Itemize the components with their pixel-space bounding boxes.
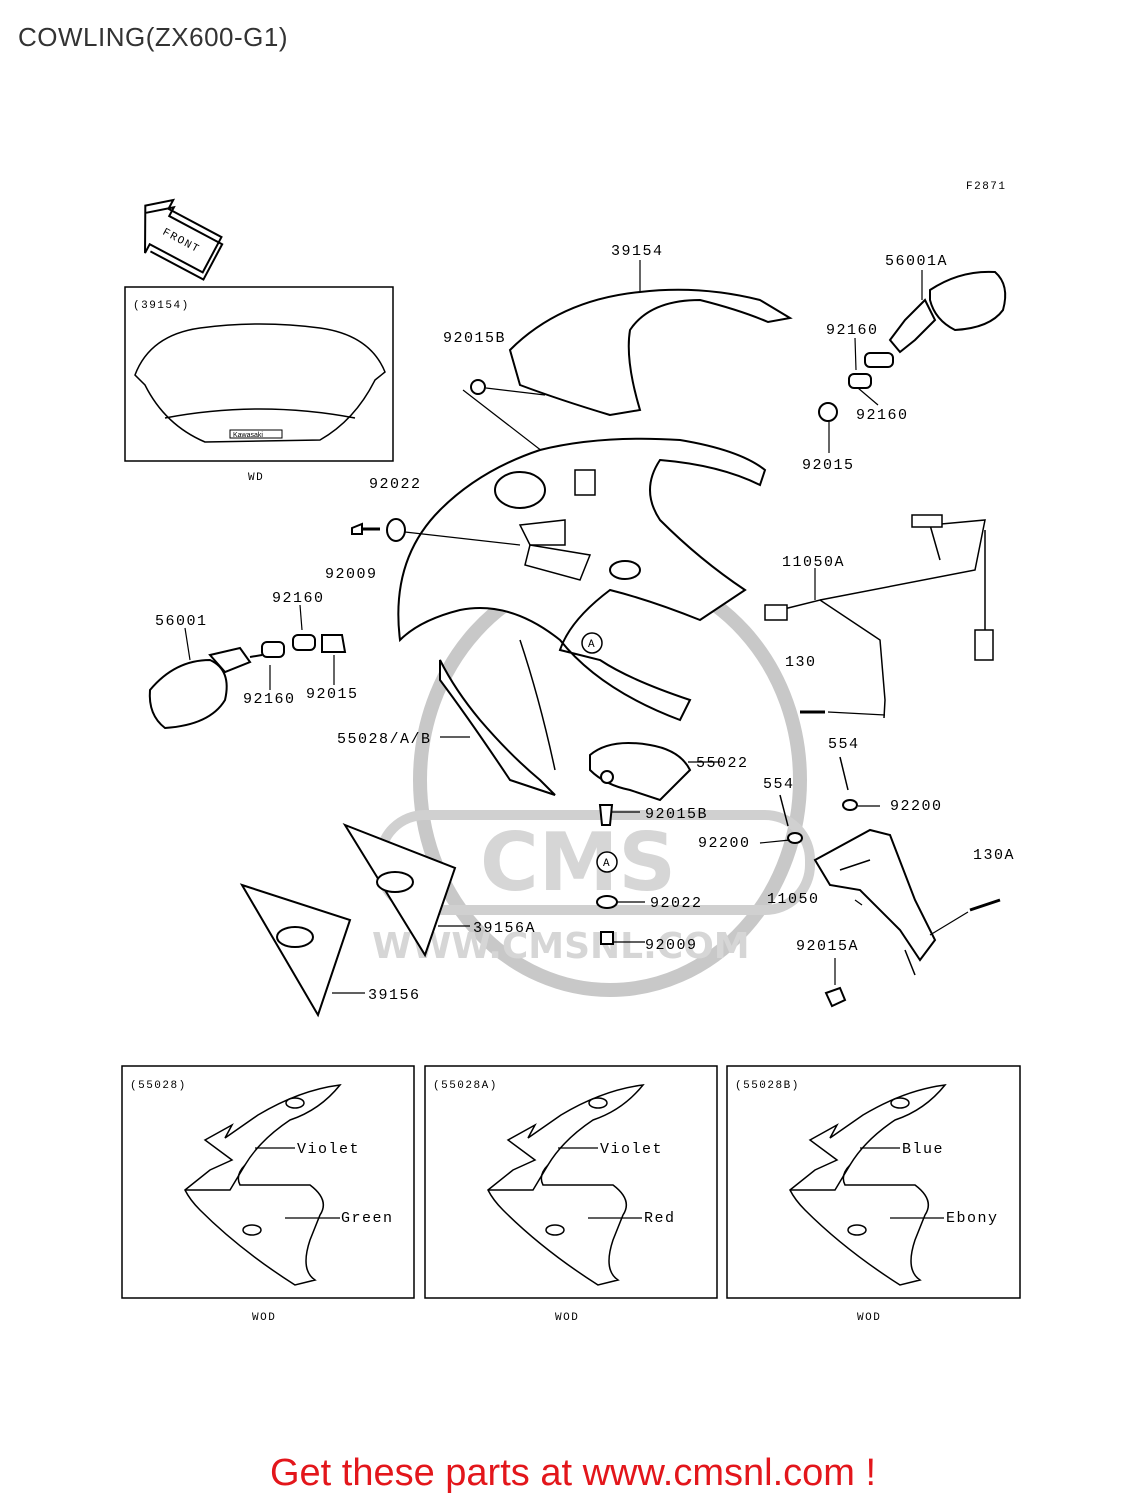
variant-color-upper: Violet — [297, 1141, 360, 1158]
figure-id: F2871 — [966, 181, 1007, 193]
label-39156: 39156 — [368, 987, 421, 1004]
parts-promo-link[interactable]: Get these parts at www.cmsnl.com ! — [269, 1452, 877, 1494]
variant-color-lower: Red — [644, 1210, 676, 1227]
label-130A: 130A — [973, 847, 1015, 864]
label-39156A: 39156A — [473, 920, 536, 937]
washer-icon — [386, 518, 406, 542]
label-92022-top: 92022 — [369, 476, 422, 493]
upper-cowl-part — [397, 437, 767, 796]
watermark-brand: CMS — [480, 816, 676, 909]
label-56001: 56001 — [155, 613, 208, 630]
label-92022-mid: 92022 — [650, 895, 703, 912]
bolt-icon — [351, 522, 380, 535]
windscreen-brand: Kawasaki — [233, 432, 263, 439]
reference-a-upper: A — [588, 639, 596, 651]
page-title: COWLING(ZX600-G1) — [18, 22, 288, 52]
right-mirror-part — [818, 270, 1007, 453]
label-92160-a: 92160 — [826, 322, 879, 339]
variant-code: WOD — [857, 1312, 881, 1324]
label-92015A: 92015A — [796, 938, 859, 955]
label-92160-b: 92160 — [856, 407, 909, 424]
label-92009-mid: 92009 — [645, 937, 698, 954]
label-92015-top: 92015 — [802, 457, 855, 474]
variant-title: (55028) — [130, 1080, 187, 1092]
label-11050: 11050 — [767, 891, 820, 908]
label-92160-c: 92160 — [272, 590, 325, 607]
label-92015B-top: 92015B — [443, 330, 506, 347]
reference-a-lower: A — [603, 858, 611, 870]
windscreen-part — [462, 260, 793, 466]
label-55022: 55022 — [696, 755, 749, 772]
label-55028AB: 55028/A/B — [337, 731, 432, 748]
variant-color-upper: Blue — [902, 1141, 944, 1158]
bracket-part — [759, 756, 1001, 1008]
stay-bracket-part — [764, 514, 994, 719]
variant-panel: (55028) Violet Green WOD — [121, 1065, 415, 1324]
windscreen-inset: (39154) Kawasaki WD — [124, 286, 394, 484]
label-92200-a: 92200 — [890, 798, 943, 815]
windscreen-inset-title: (39154) — [133, 300, 190, 312]
label-39154: 39154 — [611, 243, 664, 260]
label-92200-b: 92200 — [698, 835, 751, 852]
duct-part — [581, 632, 720, 945]
label-554-b: 554 — [763, 776, 795, 793]
label-92015B-mid: 92015B — [645, 806, 708, 823]
variant-panel: (55028B) Blue Ebony WOD — [726, 1065, 1021, 1324]
label-56001A: 56001A — [885, 253, 948, 270]
label-92009-top: 92009 — [325, 566, 378, 583]
variant-panel: (55028A) Violet Red WOD — [424, 1065, 718, 1324]
variant-color-lower: Green — [341, 1210, 394, 1227]
label-92160-d: 92160 — [243, 691, 296, 708]
label-130: 130 — [785, 654, 817, 671]
label-92015-left: 92015 — [306, 686, 359, 703]
variant-color-lower: Ebony — [946, 1210, 999, 1227]
left-mirror-part — [148, 604, 347, 730]
variant-color-upper: Violet — [600, 1141, 663, 1158]
label-554-a: 554 — [828, 736, 860, 753]
watermark-url: WWW.CMSNL.COM — [372, 926, 750, 967]
panel-part — [239, 822, 470, 1018]
variant-code: WOD — [252, 1312, 276, 1324]
windscreen-code: WD — [248, 472, 264, 484]
variant-title: (55028A) — [433, 1080, 498, 1092]
front-arrow-icon: FRONT — [144, 198, 224, 281]
variant-code: WOD — [555, 1312, 579, 1324]
variant-title: (55028B) — [735, 1080, 800, 1092]
label-11050A: 11050A — [782, 554, 845, 571]
